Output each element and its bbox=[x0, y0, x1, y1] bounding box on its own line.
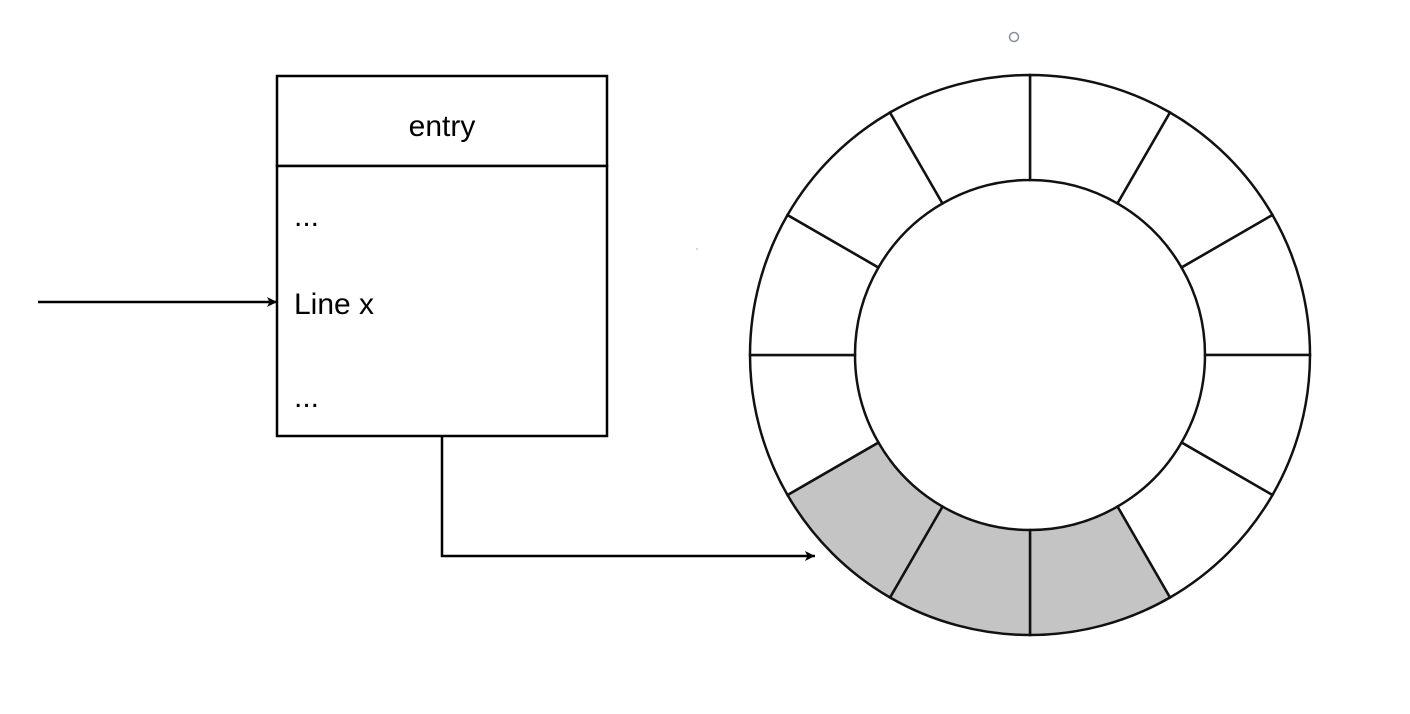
entry-box-body bbox=[275, 164, 609, 438]
rotation-handle-icon bbox=[1008, 31, 1020, 43]
ring-segment bbox=[888, 73, 1032, 206]
connector-arrow bbox=[440, 436, 815, 561]
entry-box: entry ... Line x ... bbox=[275, 74, 609, 438]
entry-box-title: entry bbox=[409, 110, 476, 143]
entry-box-header bbox=[275, 74, 609, 168]
entry-line-x: Line x bbox=[294, 288, 374, 321]
entry-line-ellipsis-top: ... bbox=[294, 200, 319, 233]
ring-buffer bbox=[748, 73, 1312, 637]
entry-line-ellipsis-bottom: ... bbox=[294, 381, 319, 414]
stray-dot bbox=[696, 248, 698, 250]
